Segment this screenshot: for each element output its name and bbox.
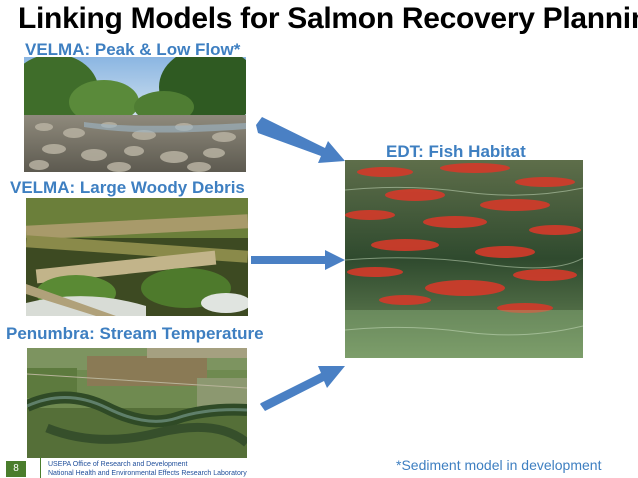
page-number: 8 bbox=[6, 461, 26, 477]
footer-divider bbox=[40, 457, 41, 478]
org-line2: National Health and Environmental Effect… bbox=[48, 470, 247, 477]
arrow-icon bbox=[251, 250, 345, 270]
edt-label: EDT: Fish Habitat bbox=[386, 142, 526, 161]
salmon-graphic bbox=[345, 160, 583, 358]
velma-flow-label: VELMA: Peak & Low Flow* bbox=[25, 40, 241, 59]
org-line1: USEPA Office of Research and Development bbox=[48, 461, 188, 468]
woody-debris-graphic bbox=[26, 198, 248, 316]
arrow-icon bbox=[256, 117, 345, 163]
river-photo-graphic bbox=[24, 57, 246, 172]
footnote: *Sediment model in development bbox=[396, 457, 602, 473]
penumbra-label: Penumbra: Stream Temperature bbox=[6, 324, 264, 343]
slide-title: Linking Models for Salmon Recovery Plann… bbox=[18, 2, 638, 35]
aerial-graphic bbox=[27, 348, 247, 458]
velma-debris-label: VELMA: Large Woody Debris bbox=[10, 178, 245, 197]
arrow-icon bbox=[260, 366, 345, 411]
river-photo bbox=[24, 57, 246, 172]
aerial-photo bbox=[27, 348, 247, 458]
woody-debris-photo bbox=[26, 198, 248, 316]
salmon-photo bbox=[345, 160, 583, 358]
